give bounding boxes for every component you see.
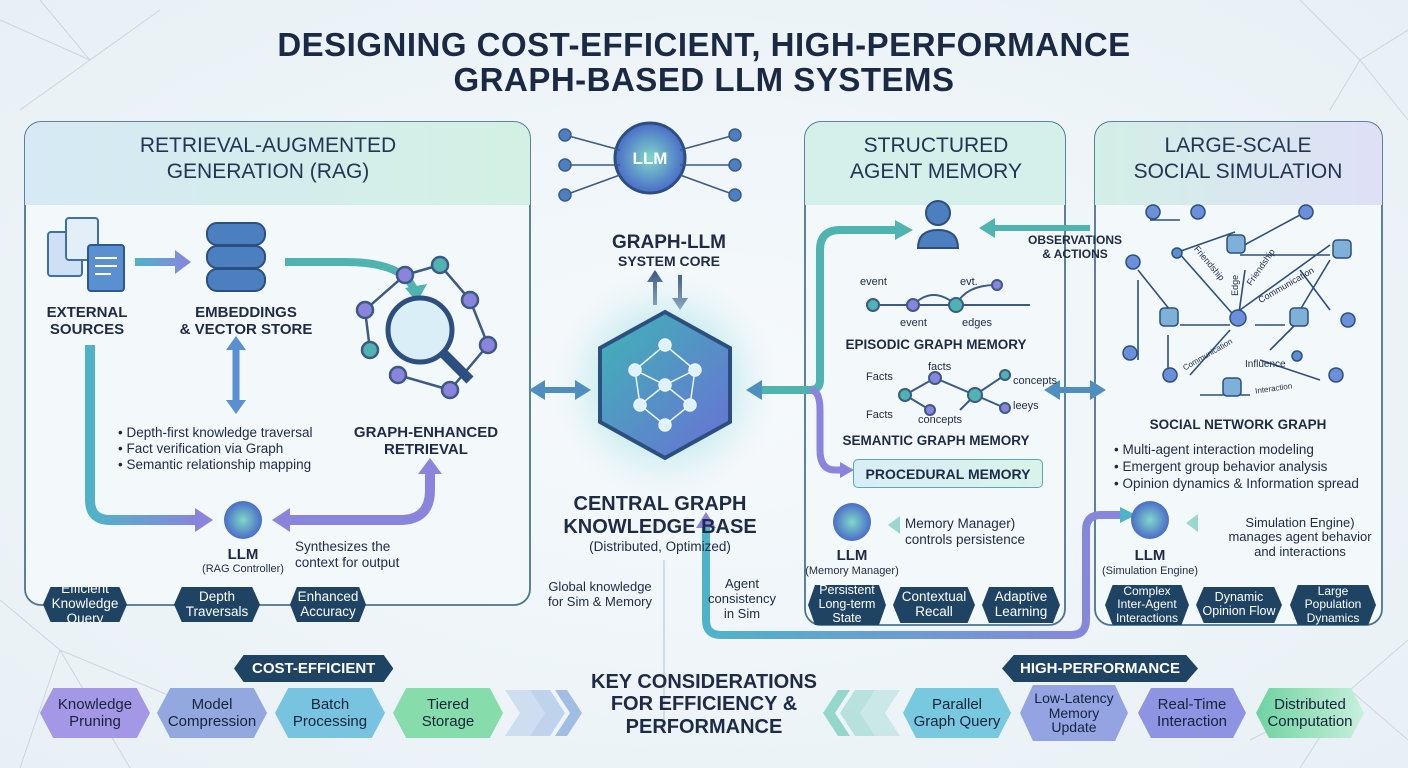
procedural-memory-box: PROCEDURAL MEMORY [853, 459, 1043, 488]
episodic-node-label: evt. [960, 276, 978, 288]
page-title-line2: GRAPH-BASED LLM SYSTEMS [453, 61, 955, 98]
semantic-node-label: concepts [1013, 375, 1058, 387]
llm-brain-icon [613, 121, 687, 195]
arrow-right-icon [135, 250, 191, 274]
database-icon [206, 222, 266, 292]
high-performance-tag: HIGH-PERFORMANCE [1002, 655, 1198, 682]
rag-header-line2: GENERATION (RAG) [166, 160, 370, 183]
simulation-llm-icon [1131, 501, 1169, 539]
cost-efficient-tag: COST-EFFICIENT [234, 655, 394, 682]
memory-llm-icon [833, 503, 871, 541]
core-subtitle: SYSTEM CORE [618, 253, 720, 269]
memory-header-line1: STRUCTURED [863, 134, 1009, 157]
semantic-node-label: Facts [866, 409, 893, 421]
documents-icon [47, 217, 125, 292]
rag-llm-role: (RAG Controller) [202, 563, 284, 575]
memory-header-line2: AGENT MEMORY [850, 160, 1022, 183]
edge-label: Edge [1230, 274, 1241, 296]
social-header-line2: SOCIAL SIMULATION [1133, 160, 1343, 183]
rag-llm-icon [224, 501, 262, 539]
episodic-node-label: event [900, 317, 927, 329]
rag-header-line1: RETRIEVAL-AUGMENTED [139, 134, 397, 157]
simulation-llm-desc: Simulation Engine)manages agent behavior… [1228, 515, 1372, 559]
memory-llm-desc: Memory Manager)controls persistence [905, 516, 1026, 548]
brain-llm-label: LLM [632, 149, 668, 168]
rag-core-arrow-icon [529, 380, 591, 400]
observations-label: OBSERVATIONS& ACTIONS [1027, 233, 1123, 261]
graph-retrieval-icon [355, 255, 498, 400]
agent-user-icon [916, 200, 960, 249]
episodic-node-label: event [860, 276, 887, 288]
social-header-line1: LARGE-SCALE [1164, 134, 1312, 157]
core-network-icon [558, 128, 742, 202]
episodic-node-label: edges [962, 317, 992, 329]
episodic-graph [866, 279, 1030, 313]
social-network-graph-label: SOCIAL NETWORK GRAPH [1149, 417, 1327, 432]
semantic-node-label: leeys [1013, 400, 1039, 412]
social-bullets: • Multi-agent interaction modeling• Emer… [1114, 442, 1359, 492]
edge-label: Influence [1245, 359, 1286, 370]
embeddings-label: EMBEDDINGS& VECTOR STORE [179, 304, 313, 339]
memory-llm-label: LLM [836, 547, 868, 564]
cost-chevrons [505, 690, 582, 736]
semantic-node-label: concepts [918, 414, 963, 426]
performance-chevrons [823, 690, 900, 736]
semantic-node-label: facts [928, 361, 952, 373]
semantic-graph-memory-label: SEMANTIC GRAPH MEMORY [842, 433, 1030, 448]
episodic-graph-memory-label: EPISODIC GRAPH MEMORY [845, 337, 1027, 352]
social-agents [1122, 204, 1356, 397]
semantic-graph [898, 369, 1011, 416]
knowledge-base-subtitle: (Distributed, Optimized) [589, 539, 731, 554]
rag-bullets: • Depth-first knowledge traversal• Fact … [118, 425, 313, 473]
rag-llm-label: LLM [227, 546, 259, 563]
memory-llm-role: (Memory Manager) [805, 565, 899, 577]
simulation-llm-label: LLM [1134, 547, 1166, 564]
simulation-llm-role: (Simulation Engine) [1102, 565, 1198, 577]
semantic-node-label: Facts [866, 371, 893, 383]
page-title-line1: DESIGNING COST-EFFICIENT, HIGH-PERFORMAN… [277, 26, 1131, 63]
core-title: GRAPH-LLM [612, 232, 726, 253]
